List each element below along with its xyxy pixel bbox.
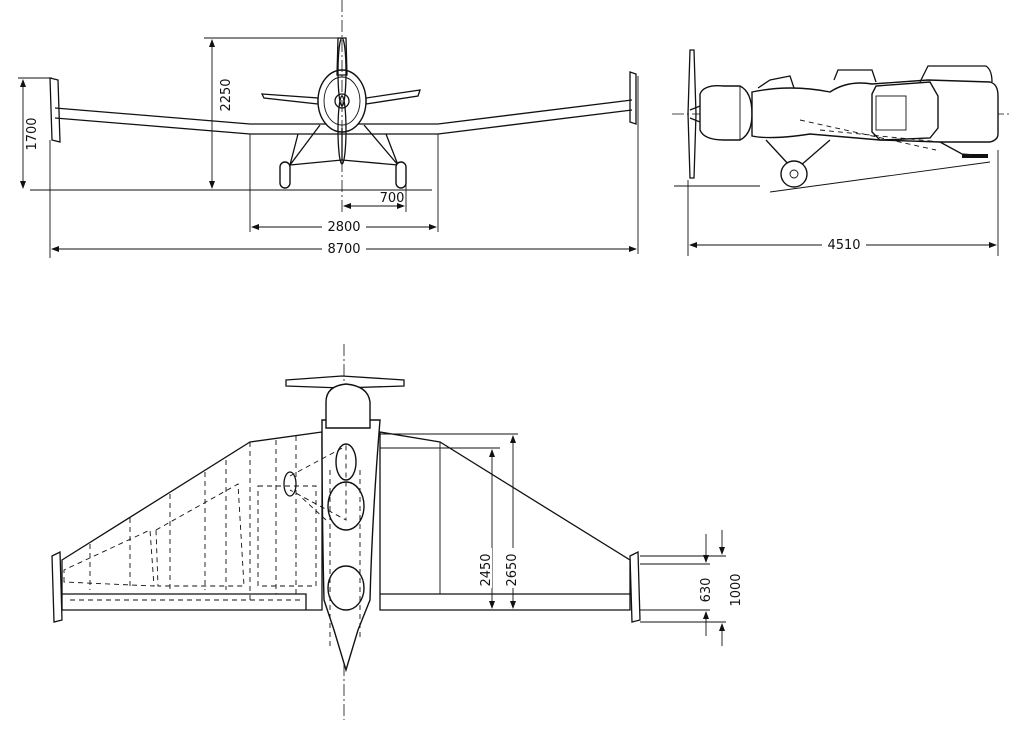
front-dimensions: 1700 2250 700 2800 8700 xyxy=(18,37,639,258)
dim-2650: 2650 xyxy=(505,553,520,586)
top-dimensions: 2450 2650 630 1000 xyxy=(380,433,744,646)
dim-2250: 2250 xyxy=(219,78,234,111)
side-view xyxy=(672,49,1010,193)
dim-8700: 8700 xyxy=(327,242,360,257)
top-view xyxy=(51,344,641,720)
dim-1700: 1700 xyxy=(25,117,40,150)
dim-1000: 1000 xyxy=(729,573,744,606)
side-dimensions: 4510 xyxy=(687,150,999,256)
dim-700: 700 xyxy=(380,191,405,206)
dim-630: 630 xyxy=(699,578,714,603)
dim-4510: 4510 xyxy=(827,238,860,253)
dim-2450: 2450 xyxy=(479,553,494,586)
front-view xyxy=(30,0,637,214)
dim-2800: 2800 xyxy=(327,220,360,235)
